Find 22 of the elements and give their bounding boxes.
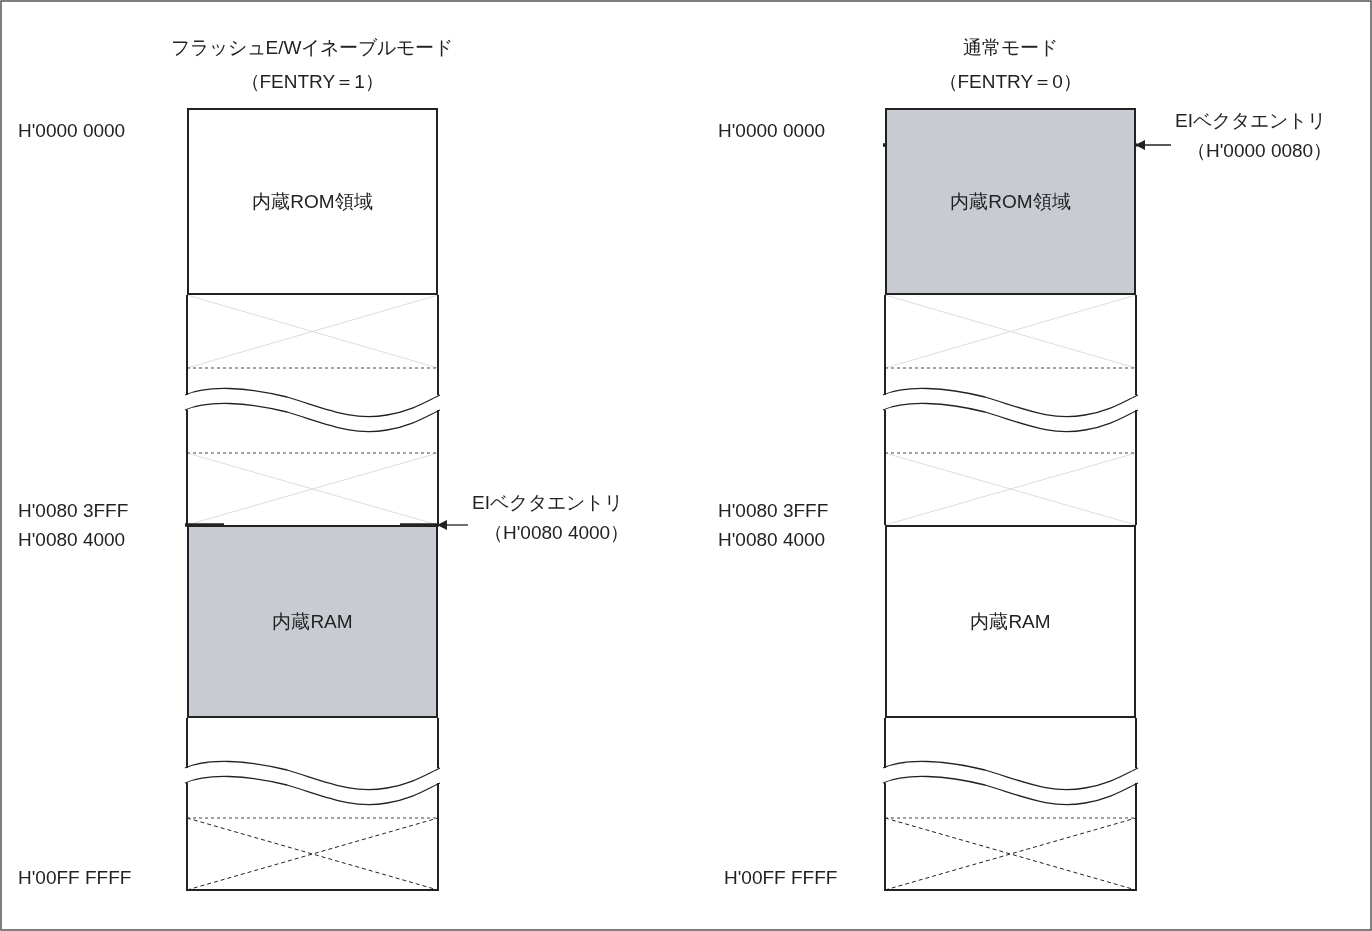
address-label: H'0080 4000 — [718, 528, 826, 552]
callout-text: EIベクタエントリ — [472, 491, 624, 515]
memory-region-box: 内蔵ROM領域 — [187, 108, 438, 295]
address-label: H'0080 4000 — [18, 528, 126, 552]
address-label: H'0080 3FFF — [18, 499, 129, 523]
memory-region-box: 内蔵ROM領域 — [885, 108, 1136, 295]
memory-region-box: 内蔵RAM — [187, 525, 438, 718]
mode-heading: （FENTRY＝1） — [240, 70, 384, 94]
address-label: H'0080 3FFF — [718, 499, 829, 523]
address-label: H'0000 0000 — [18, 119, 126, 143]
arrow — [437, 520, 469, 530]
address-label: H'0000 0000 — [718, 119, 826, 143]
callout-text: （H'0080 4000） — [484, 521, 630, 545]
mode-heading: （FENTRY＝0） — [938, 70, 1082, 94]
arrow — [1135, 140, 1172, 150]
memory-region-box: 内蔵RAM — [885, 525, 1136, 718]
address-label: H'00FF FFFF — [724, 866, 838, 890]
mode-heading: フラッシュE/Wイネーブルモード — [170, 36, 454, 60]
callout-text: （H'0000 0080） — [1187, 139, 1333, 163]
callout-text: EIベクタエントリ — [1175, 109, 1327, 133]
mode-heading: 通常モード — [962, 36, 1058, 60]
address-label: H'00FF FFFF — [18, 866, 132, 890]
